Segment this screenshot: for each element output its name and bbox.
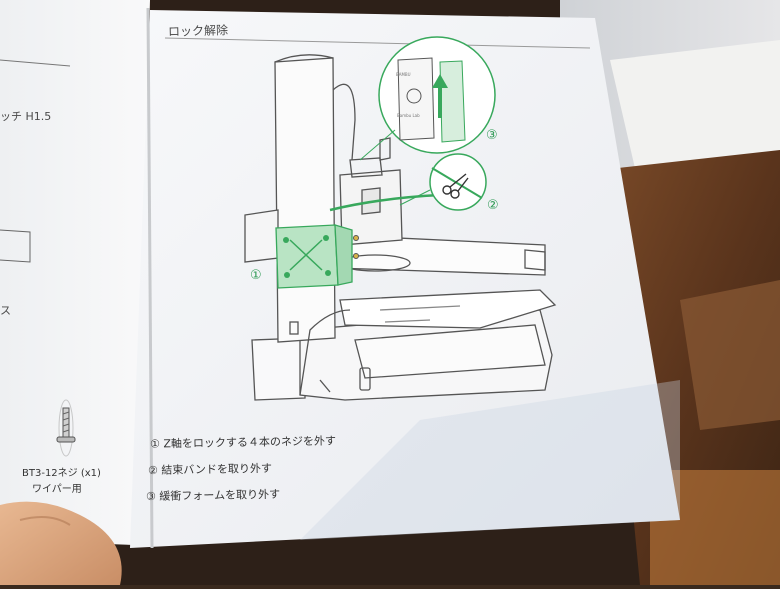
instruction-step-1: ① Z軸をロックする４本のネジを外す: [149, 434, 337, 451]
callout-zoom-cable: [429, 153, 487, 211]
left-page-text-h15: ッチ H1.5: [0, 110, 52, 123]
plate-label-top: BAMBU: [396, 72, 411, 77]
thumb-nail: [19, 515, 71, 526]
page-shadow: [300, 380, 680, 540]
callout-zoom-foam: [378, 36, 496, 154]
left-header-rule: [0, 59, 71, 67]
callout-number-1: ①: [250, 268, 262, 283]
header-rule: [164, 37, 591, 49]
cable-tie: [329, 193, 441, 212]
left-diagram-fragment: [0, 229, 31, 263]
callout-number-3: ③: [486, 128, 498, 143]
screw-shadow: [58, 399, 74, 457]
screw-label: BT3-12ネジ (x1): [22, 468, 101, 479]
instruction-step-2: ② 結束バンドを取り外す: [147, 461, 273, 478]
callout-leader-2: [399, 189, 431, 206]
thumb: [0, 501, 122, 585]
book-spine: [146, 7, 154, 549]
right-page: [130, 10, 680, 548]
instruction-step-3: ③ 緩衝フォームを取り外す: [145, 487, 281, 504]
arrow-up-icon: [432, 74, 448, 118]
left-page-text-su: ス: [0, 304, 11, 317]
background-box: [610, 40, 780, 190]
screw-usage: ワイパー用: [32, 484, 82, 495]
left-page: [0, 0, 150, 545]
callout-leader-3: [359, 129, 396, 161]
page-title: ロック解除: [167, 23, 229, 39]
callout-number-2: ②: [487, 198, 499, 213]
plate-label-bottom: Bambu Lab: [397, 113, 420, 118]
table-highlight: [680, 280, 780, 430]
screw-icon: [56, 407, 76, 443]
z-axis-lock-bracket: [275, 224, 359, 289]
scissors-icon: [442, 173, 469, 199]
